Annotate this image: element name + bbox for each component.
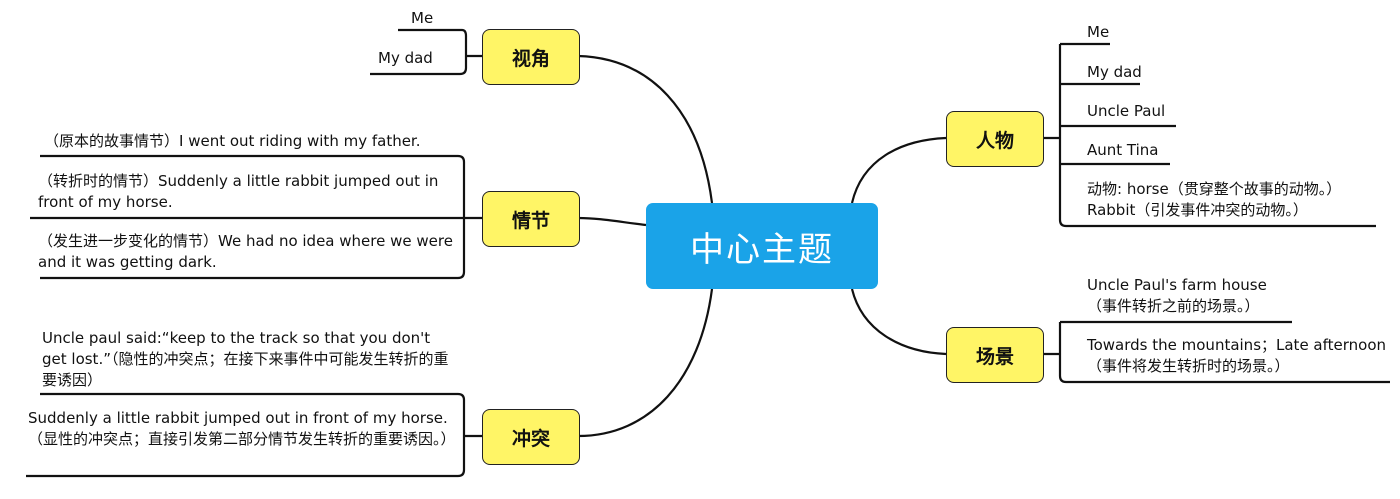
plot-item-original: （原本的故事情节）I went out riding with my fathe… xyxy=(44,132,421,150)
connector-characters xyxy=(850,136,947,204)
plot-item-turning: （转折时的情节）Suddenly a little rabbit jumped … xyxy=(38,172,439,211)
setting-item2-line1: Towards the mountains；Late afternoon xyxy=(1087,336,1387,354)
perspective-item-me: Me xyxy=(411,9,434,27)
characters-item-uncle-paul: Uncle Paul xyxy=(1087,102,1166,120)
characters-animals-line1: 动物: horse（贯穿整个故事的动物。） xyxy=(1087,180,1342,198)
plot-item-further-change: （发生进一步变化的情节）We had no idea where we were… xyxy=(38,232,453,271)
setting-item1-line2: （事件转折之前的场景。） xyxy=(1087,297,1260,315)
bracket-perspective xyxy=(370,28,482,76)
connector-conflict xyxy=(577,288,714,438)
node-characters[interactable]: 人物 xyxy=(946,111,1044,167)
conflict-item-explicit: Suddenly a little rabbit jumped out in f… xyxy=(28,409,456,448)
conflict-item-implicit: Uncle paul said:“keep to the track so th… xyxy=(42,329,449,389)
setting-item2-line2: （事件将发生转折时的场景。） xyxy=(1087,357,1290,375)
connector-perspective xyxy=(577,54,714,204)
node-setting[interactable]: 场景 xyxy=(946,327,1044,383)
central-topic[interactable]: 中心主题 xyxy=(646,203,878,289)
node-perspective[interactable]: 视角 xyxy=(482,29,580,85)
bracket-setting xyxy=(1042,320,1390,384)
node-plot[interactable]: 情节 xyxy=(482,191,580,247)
characters-animals-line2: Rabbit（引发事件冲突的动物。） xyxy=(1087,201,1308,219)
setting-item1-line1: Uncle Paul's farm house xyxy=(1087,276,1267,294)
bracket-characters xyxy=(1042,42,1376,228)
connector-plot xyxy=(577,216,647,227)
node-conflict[interactable]: 冲突 xyxy=(482,409,580,465)
connector-setting xyxy=(850,288,947,356)
characters-item-aunt-tina: Aunt Tina xyxy=(1087,141,1159,159)
bracket-plot xyxy=(30,154,482,280)
perspective-item-my-dad: My dad xyxy=(378,49,433,67)
characters-item-me: Me xyxy=(1087,23,1110,41)
bracket-conflict xyxy=(26,392,482,478)
characters-item-my-dad: My dad xyxy=(1087,63,1142,81)
